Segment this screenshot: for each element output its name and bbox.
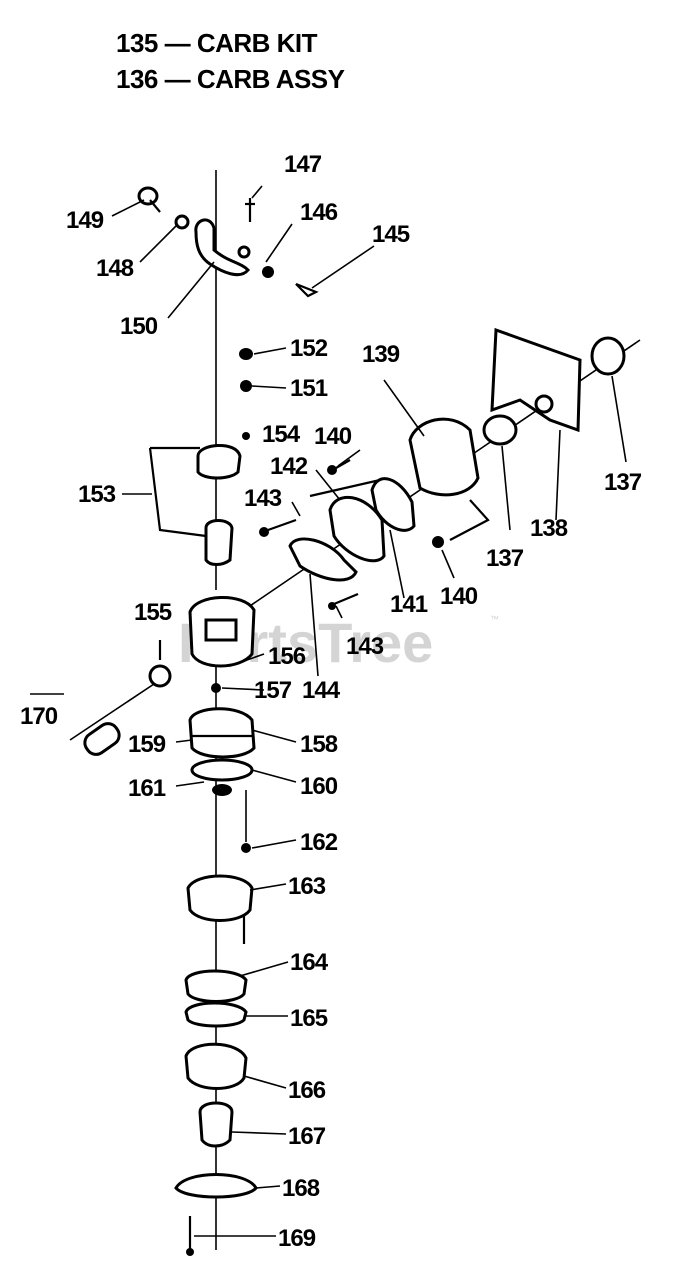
part-148-washer <box>174 214 190 230</box>
part-150-throttle-lever <box>194 218 251 277</box>
label-163: 163 <box>288 873 326 900</box>
label-161: 161 <box>128 775 166 802</box>
label-164: 164 <box>290 949 329 976</box>
part-168-retainer <box>174 1173 258 1199</box>
part-170-filter <box>83 722 121 756</box>
label-138: 138 <box>530 515 568 542</box>
part-147-pin <box>245 198 255 222</box>
part-137-grommet-right <box>590 336 626 376</box>
part-169-screw <box>186 1216 194 1256</box>
part-158-159-diaphragm <box>188 707 256 759</box>
label-137-right: 137 <box>604 469 642 496</box>
label-140-lower: 140 <box>440 583 478 610</box>
label-154: 154 <box>262 421 301 448</box>
part-153-shaft-assy <box>148 443 242 566</box>
label-155: 155 <box>134 599 172 626</box>
label-142: 142 <box>270 453 308 480</box>
part-138-bracket <box>490 327 582 433</box>
label-159: 159 <box>128 731 166 758</box>
label-152: 152 <box>290 335 328 362</box>
label-168: 168 <box>282 1175 320 1202</box>
part-149-screw <box>137 186 161 213</box>
part-156-carb-body <box>188 596 256 668</box>
label-141: 141 <box>390 591 428 618</box>
part-152-screw <box>239 348 253 360</box>
part-160-161-gasket <box>190 758 254 796</box>
label-144: 144 <box>302 677 341 704</box>
label-150: 150 <box>120 313 158 340</box>
part-164-gasket <box>184 969 248 1003</box>
part-166-cover <box>184 1042 248 1090</box>
header-carb-assy: 136 — CARB ASSY <box>116 64 345 94</box>
part-139-filter-housing <box>408 417 490 541</box>
part-162-screw <box>241 790 251 853</box>
label-167: 167 <box>288 1123 326 1150</box>
part-143-screw-upper <box>259 518 297 537</box>
label-162: 162 <box>300 829 338 856</box>
part-165-diaphragm <box>184 1001 248 1028</box>
part-163-pump-body <box>186 874 254 944</box>
watermark-tm: ™ <box>490 614 499 624</box>
label-153: 153 <box>78 481 116 508</box>
label-140-upper: 140 <box>314 423 352 450</box>
label-139: 139 <box>362 341 400 368</box>
label-143-upper: 143 <box>244 485 282 512</box>
part-157-ball <box>211 683 221 693</box>
label-148: 148 <box>96 255 134 282</box>
label-143-lower: 143 <box>346 633 384 660</box>
part-167-primer <box>198 1101 234 1148</box>
part-145-spring <box>295 282 319 298</box>
label-157: 157 <box>254 677 292 704</box>
label-145: 145 <box>372 221 410 248</box>
part-146-nut <box>262 266 274 278</box>
label-169: 169 <box>278 1225 316 1252</box>
label-151: 151 <box>290 375 328 402</box>
label-156: 156 <box>268 643 306 670</box>
label-146: 146 <box>300 199 338 226</box>
part-137-grommet-left <box>482 414 518 446</box>
label-166: 166 <box>288 1077 326 1104</box>
header-carb-kit: 135 — CARB KIT <box>116 28 318 58</box>
label-137-left: 137 <box>486 545 524 572</box>
part-144-gasket <box>288 537 358 582</box>
label-158: 158 <box>300 731 338 758</box>
label-165: 165 <box>290 1005 328 1032</box>
label-149: 149 <box>66 207 104 234</box>
part-155-choke <box>148 640 172 688</box>
label-147: 147 <box>284 151 322 178</box>
part-154-screw <box>242 432 250 440</box>
part-143-screw-lower <box>328 592 359 610</box>
part-151-washer <box>240 380 252 392</box>
label-160: 160 <box>300 773 338 800</box>
part-140-screws <box>327 459 444 548</box>
leader-lines <box>30 185 627 1237</box>
label-170: 170 <box>20 703 58 730</box>
part-141-gasket <box>370 477 416 532</box>
